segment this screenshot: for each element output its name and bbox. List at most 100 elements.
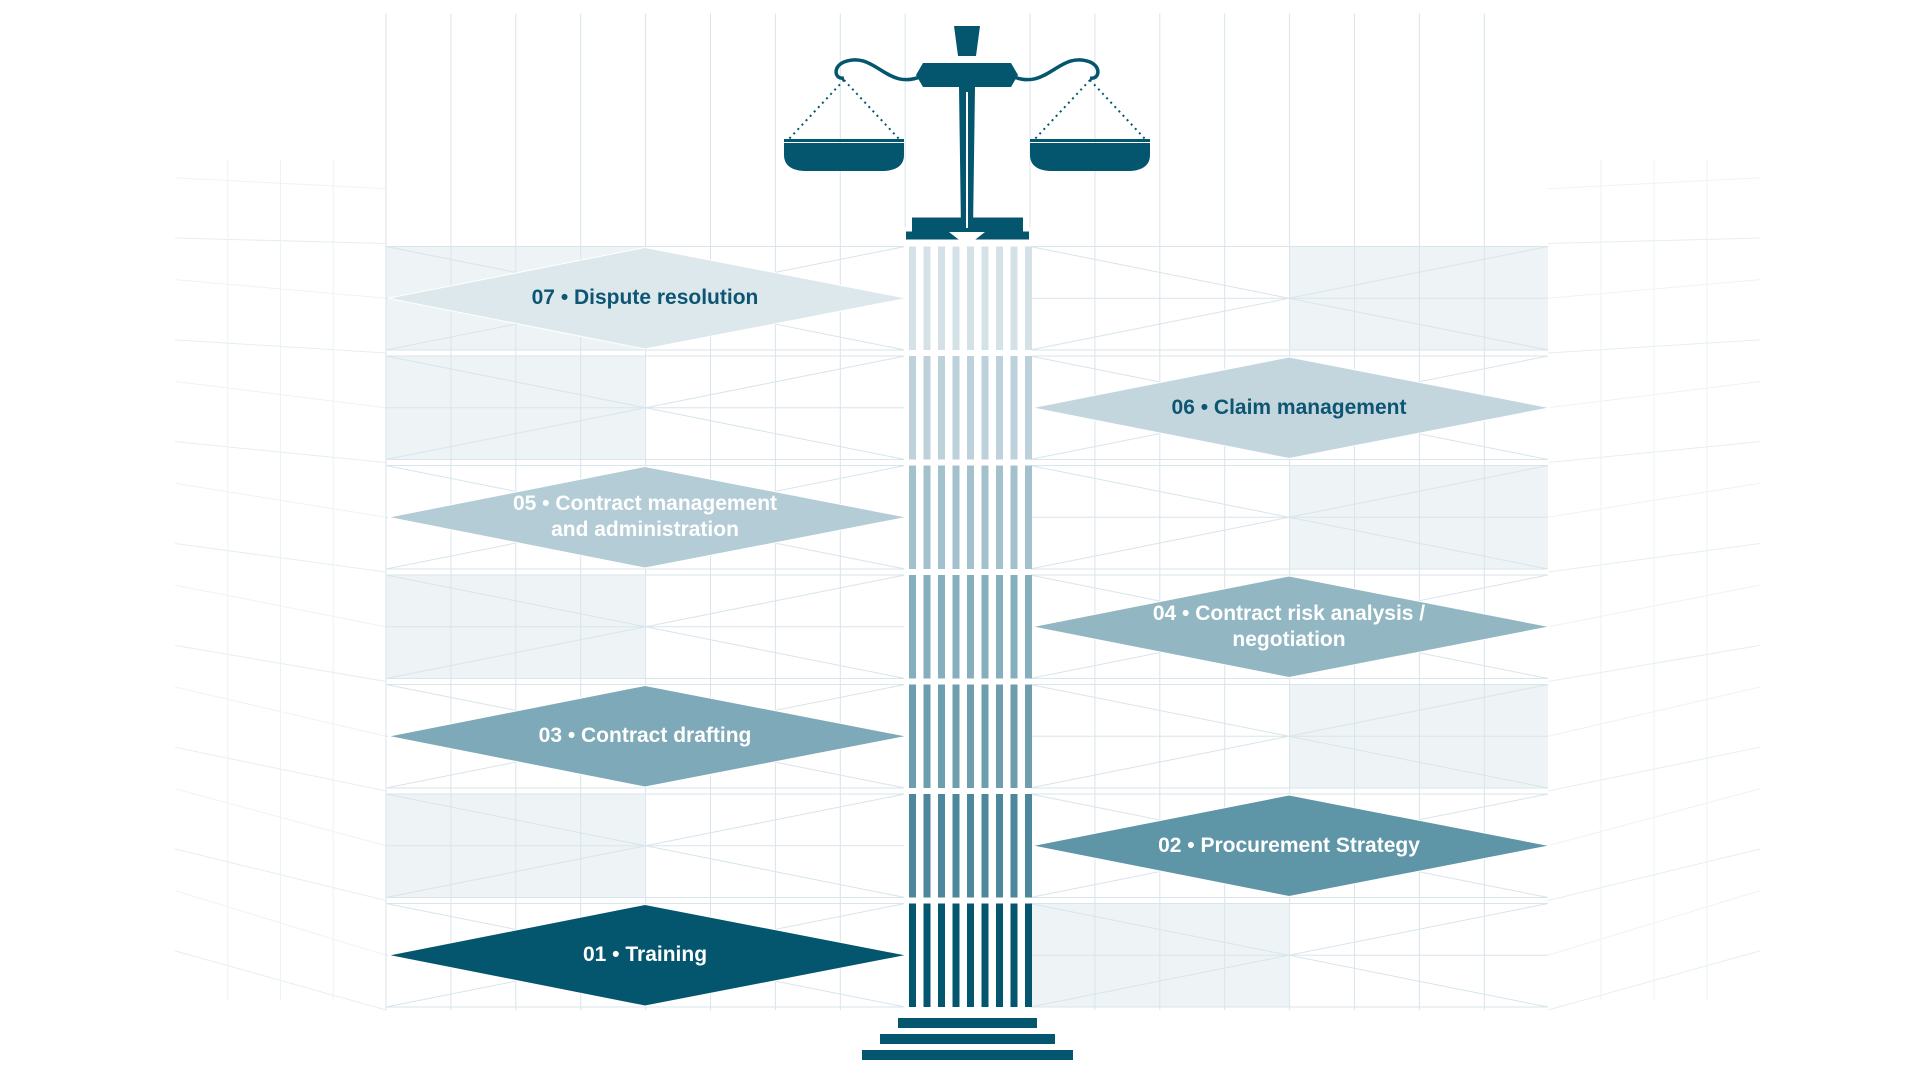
pillar-base	[898, 1018, 1037, 1028]
grid-line	[385, 355, 906, 460]
pillar-flute	[1010, 575, 1018, 679]
pillar-flute	[952, 465, 960, 569]
pillar-flute	[967, 575, 974, 679]
pillar-flute	[1010, 246, 1018, 350]
grid-line	[385, 574, 906, 679]
pillar-flute	[923, 465, 931, 569]
pillar-flute	[938, 684, 945, 788]
scale-pan-left	[784, 143, 904, 171]
scale-pan-right	[1030, 143, 1150, 171]
sword-tip-notch	[949, 232, 985, 246]
pillar-flute	[938, 903, 945, 1007]
pillar-flute	[967, 246, 974, 350]
pillar-flute	[952, 246, 960, 350]
pillar-flute	[981, 575, 989, 679]
scale-arm-right	[1011, 58, 1100, 82]
pillar-flute	[909, 465, 916, 569]
pillar-flute	[981, 794, 989, 898]
pillar-flute	[1010, 356, 1018, 460]
pillar-flute	[952, 356, 960, 460]
pillar-flute	[952, 903, 960, 1007]
pillar-base	[880, 1034, 1055, 1044]
scale-chain-left	[787, 79, 845, 141]
pillar-flute	[909, 684, 916, 788]
grid-line	[1029, 246, 1549, 351]
service-diamond	[1031, 356, 1551, 460]
pillar-flute	[996, 903, 1003, 1007]
service-label: 02 • Procurement Strategy	[1158, 833, 1420, 857]
pillar-flute	[909, 575, 916, 679]
pillar-flute	[909, 794, 916, 898]
pillar-flute	[923, 246, 931, 350]
pillar-flute	[1025, 575, 1032, 679]
sword-guard	[916, 63, 1018, 87]
grid-line	[385, 793, 906, 898]
service-label: 03 • Contract drafting	[538, 724, 752, 748]
scales-of-justice-icon	[784, 26, 1150, 246]
pillar-flute	[923, 903, 931, 1007]
pillar-flute	[923, 575, 931, 679]
pillar-flute	[1025, 684, 1032, 788]
pillar-flute	[1025, 903, 1032, 1007]
pillar-flute	[981, 684, 989, 788]
pillar-flute	[981, 903, 989, 1007]
pillar-flute	[909, 356, 916, 460]
pillar-flute	[967, 356, 974, 460]
pillar-flute	[923, 684, 931, 788]
pillar-flute	[1010, 794, 1018, 898]
pillar-flute	[981, 356, 989, 460]
grid-line	[1029, 465, 1549, 570]
pillar-flute	[996, 684, 1003, 788]
pillar-flute	[981, 246, 989, 350]
pillar-flute	[1010, 684, 1018, 788]
pillar-flute	[967, 684, 974, 788]
service-label: 01 • Training	[582, 943, 708, 967]
pillar-flute	[996, 575, 1003, 679]
pillar-flute	[952, 575, 960, 679]
sword-pommel	[954, 26, 980, 56]
pillar-flute	[952, 794, 960, 898]
pillar-flute	[996, 246, 1003, 350]
pillar-flute	[981, 465, 989, 569]
pillar-flute	[938, 356, 945, 460]
service-label: 05 • Contract management and administrat…	[512, 492, 778, 542]
pillar-flute	[938, 465, 945, 569]
scale-chain-right	[1033, 79, 1091, 141]
pillar-flute	[967, 794, 974, 898]
pillar-flute	[1025, 356, 1032, 460]
service-label: 06 • Claim management	[1171, 395, 1407, 419]
grid-line	[1029, 903, 1549, 1008]
pillar-flute	[996, 794, 1003, 898]
service-label: 04 • Contract risk analysis / negotiatio…	[1152, 601, 1426, 651]
service-diamond	[1031, 794, 1551, 898]
scale-pan-rim-left	[784, 139, 904, 142]
pillar-flute	[996, 465, 1003, 569]
pillar-flute	[996, 356, 1003, 460]
pillar-flute	[923, 794, 931, 898]
service-diamonds	[387, 246, 1551, 1007]
scale-chain-left	[843, 79, 901, 141]
pillar-flute	[909, 246, 916, 350]
pillar-flute	[1025, 794, 1032, 898]
service-label: 07 • Dispute resolution	[531, 286, 759, 310]
pillar-flute	[967, 903, 974, 1007]
service-diamond	[1031, 575, 1551, 679]
pillar-flute	[1025, 465, 1032, 569]
service-diamond	[387, 903, 908, 1007]
pillar-flute	[938, 246, 945, 350]
pillar-flute	[1025, 246, 1032, 350]
pillar-base	[862, 1050, 1073, 1060]
pillar-flute	[923, 356, 931, 460]
grid-line	[1029, 684, 1549, 789]
scale-arm-left	[834, 58, 923, 82]
service-diamond	[387, 246, 908, 350]
pillar-flute	[952, 684, 960, 788]
perspective-grid	[174, 13, 1761, 1011]
service-diamond	[387, 465, 908, 569]
column-pillar-icon	[862, 217, 1073, 1060]
pillar-flute	[938, 575, 945, 679]
scale-chain-right	[1089, 79, 1147, 141]
pillar-flute	[938, 794, 945, 898]
